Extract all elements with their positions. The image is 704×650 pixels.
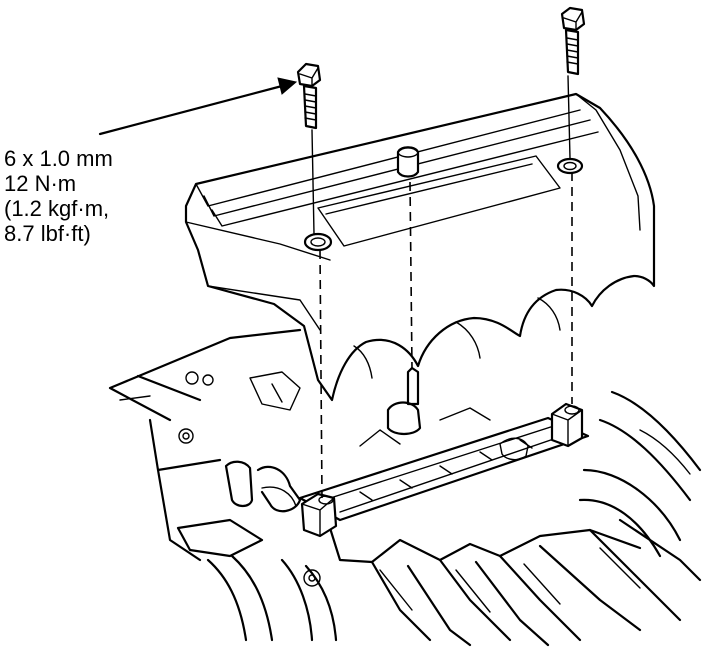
left-mount-grommet: [300, 492, 338, 538]
torque-kgfm-label: (1.2 kgf·m,: [4, 196, 110, 221]
engine-background: [108, 328, 702, 647]
callout-arrow: [98, 77, 298, 136]
bolt-size-label: 6 x 1.0 mm: [4, 146, 113, 171]
right-mount-grommet: [550, 402, 584, 448]
bolt-left: [296, 62, 322, 130]
torque-spec-callout: 6 x 1.0 mm 12 N·m (1.2 kgf·m, 8.7 lbf·ft…: [4, 146, 113, 246]
engine-cover: [184, 92, 656, 402]
alignment-lines: [311, 75, 573, 499]
torque-lbfft-label: 8.7 lbf·ft): [4, 221, 91, 246]
bolt-right: [560, 6, 586, 76]
torque-nm-label: 12 N·m: [4, 171, 77, 196]
